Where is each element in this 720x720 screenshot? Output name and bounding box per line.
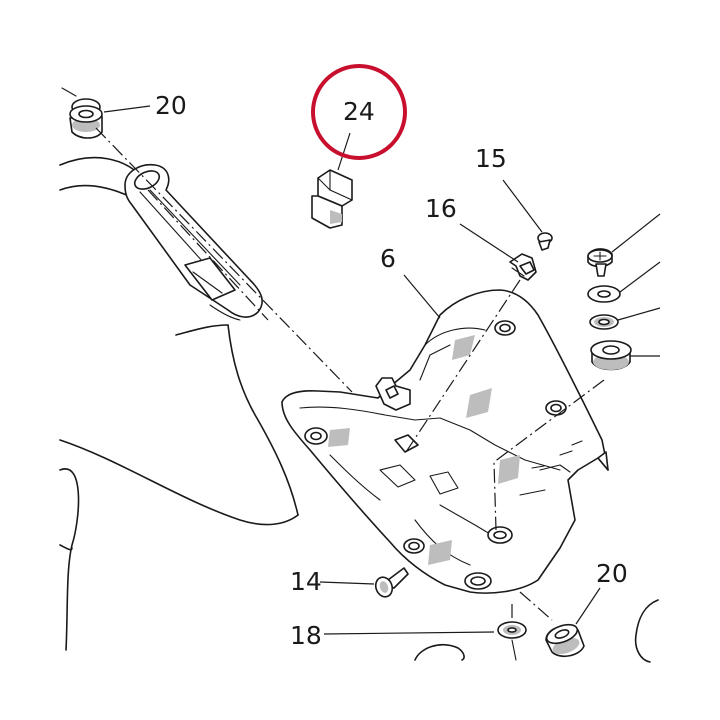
right-grommet (590, 340, 632, 371)
screw-14 (374, 567, 409, 598)
right-washer-2 (589, 314, 619, 330)
callout-18: 18 (290, 621, 322, 650)
callout-20-top: 20 (155, 91, 187, 120)
bottom-edge-parts (414, 599, 659, 663)
clip-part (509, 253, 537, 281)
callout-20-bottom: 20 (596, 559, 628, 588)
callout-6: 6 (380, 244, 396, 273)
callout-16: 16 (425, 194, 457, 223)
mounting-bracket (124, 163, 263, 321)
assembly-lines (95, 127, 605, 622)
connector-part (311, 132, 353, 229)
leader-lines (103, 105, 661, 635)
callout-24: 24 (343, 97, 375, 126)
callout-14: 14 (290, 567, 322, 596)
washer-18 (497, 621, 527, 661)
main-undertray (281, 289, 609, 594)
callout-15: 15 (475, 144, 507, 173)
screw-small (537, 232, 553, 251)
highlight-circle (311, 64, 407, 160)
grommet-bottom (545, 623, 585, 658)
grommet-top (61, 87, 103, 139)
right-screw (587, 248, 613, 277)
right-washer-1 (587, 285, 621, 303)
